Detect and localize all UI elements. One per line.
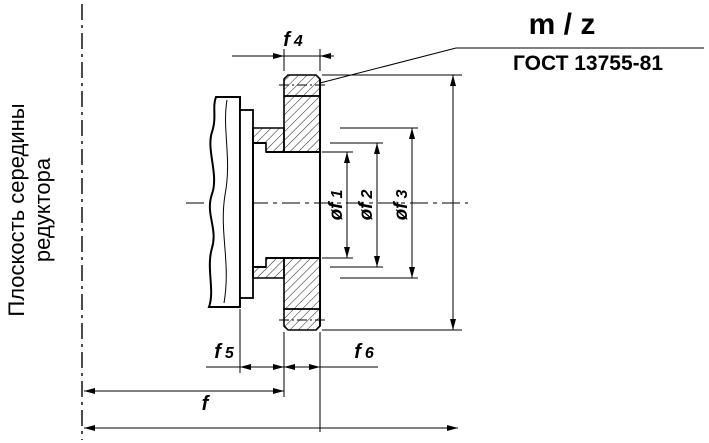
arrowhead (450, 75, 456, 86)
dim-df1-label: øf 1 (326, 189, 347, 220)
arrowhead (84, 425, 95, 431)
leader-line (319, 47, 704, 84)
arrowhead (450, 319, 456, 330)
dim-index: 1 (329, 189, 346, 198)
dim-symbol: øf (391, 201, 412, 221)
gost-standard-label: ГОСТ 13755-81 (513, 52, 663, 75)
hub-upper-section (252, 127, 285, 153)
dim-index: 2 (359, 189, 376, 199)
arrowhead (273, 388, 284, 394)
bore-edges (252, 79, 321, 326)
break-line (222, 99, 229, 304)
midplane-caption-line2: редуктора (30, 157, 55, 262)
arrowhead (344, 152, 350, 163)
dim-symbol: øf (356, 201, 377, 221)
dim-df3: øf 3 (340, 127, 418, 279)
dim-index: 6 (365, 345, 374, 362)
midplane-caption: Плоскость середины редуктора (4, 103, 55, 316)
dim-symbol: f (202, 393, 211, 415)
dim-index: 4 (293, 33, 303, 50)
arrowhead (84, 388, 95, 394)
housing-wall-section (207, 96, 254, 308)
dim-symbol: øf (326, 201, 347, 221)
arrowhead (273, 364, 284, 370)
arrowhead (309, 364, 320, 370)
dim-index: 3 (394, 189, 411, 198)
dim-df2: øf 2 (330, 142, 383, 268)
arrowhead (374, 143, 380, 154)
rim-lower-section (283, 257, 321, 310)
module-spec-label: m / z (529, 8, 596, 41)
leader-mz: m / z ГОСТ 13755-81 (319, 8, 704, 84)
housing-flange (239, 109, 254, 299)
arrowhead (344, 247, 350, 258)
arrowhead (240, 364, 251, 370)
dim-symbol: f (214, 341, 223, 363)
dim-symbol: f (283, 29, 292, 51)
dim-f-label: f (202, 393, 211, 415)
dim-df1: øf 1 (322, 151, 353, 259)
midplane-caption-line1: Плоскость середины (4, 103, 29, 316)
dim-df2-label: øf 2 (356, 189, 377, 220)
arrowhead (320, 53, 331, 59)
dim-outer-diameter (322, 74, 462, 331)
dim-df3-label: øf 3 (391, 189, 412, 220)
dim-index: 5 (225, 345, 235, 362)
rim-upper-section (283, 95, 321, 153)
arrowhead (273, 53, 284, 59)
arrowhead (447, 425, 458, 431)
dim-symbol: f (354, 341, 363, 363)
arrowhead (284, 364, 295, 370)
arrowhead (374, 256, 380, 267)
dim-f: f (84, 388, 284, 415)
arrowhead (409, 128, 415, 139)
bottom-dimension-line (84, 425, 458, 431)
arrowhead (409, 267, 415, 278)
